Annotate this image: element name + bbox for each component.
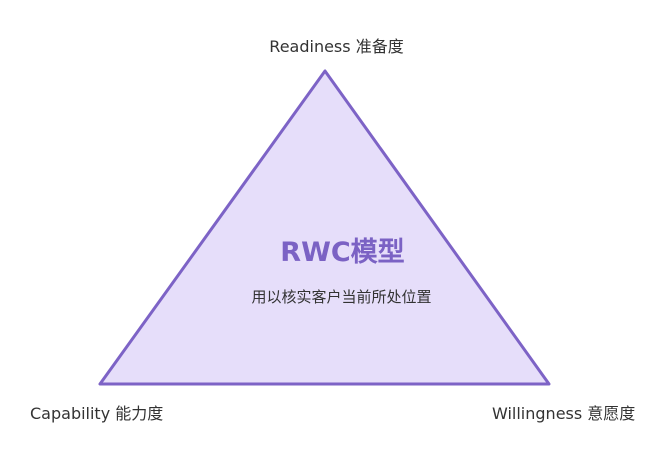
vertex-label-capability: Capability 能力度 bbox=[30, 404, 164, 423]
vertex-label-willingness: Willingness 意愿度 bbox=[492, 404, 636, 423]
model-subtitle: 用以核实客户当前所处位置 bbox=[251, 288, 432, 306]
model-title: RWC模型 bbox=[280, 237, 405, 268]
vertex-label-readiness: Readiness 准备度 bbox=[269, 37, 404, 56]
rwc-triangle bbox=[98, 69, 551, 386]
